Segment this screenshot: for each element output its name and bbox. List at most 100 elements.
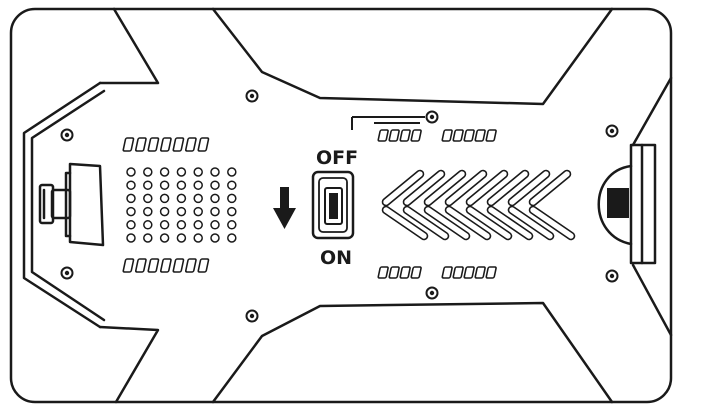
grille-hole [176,206,187,217]
vent-slot [410,266,422,279]
grille-hole [143,220,153,230]
vent-slot [134,137,147,152]
grille-hole [227,233,237,243]
body-panel-top [211,7,614,106]
vent-slot [381,169,425,207]
grille-hole [227,220,237,230]
screw [605,124,619,138]
grille-hole [126,220,136,230]
vent-slot [423,205,471,241]
grille-hole [210,233,220,243]
vent-slot [388,129,400,142]
grille-hole [159,220,170,230]
grille-hole [210,220,220,230]
antenna-mark [351,116,425,130]
grille-hole [227,180,237,190]
vent-slot [377,266,389,279]
grille-hole [210,167,220,177]
grille-hole [126,193,136,204]
arm-left-upper [98,7,160,85]
vent-slot [147,258,160,273]
vent-slot [184,137,197,152]
vent-slot [474,129,486,142]
grille-hole [193,220,203,230]
grille-hole [193,193,203,204]
grille-hole [193,206,203,217]
vent-slot [388,266,400,279]
vent-slot [159,137,172,152]
vent-slot [423,169,467,207]
device-outline [9,7,673,404]
vent-slot [399,266,411,279]
screws [60,89,619,323]
grille-hole [126,167,136,177]
vent-slot [197,137,210,152]
vent-slot [444,205,492,241]
vent-slot [159,258,172,273]
vent-slot [172,258,185,273]
grille-hole [210,206,220,217]
vent-slot [485,266,497,279]
vent-slot [399,129,411,142]
vent-slot [172,137,185,152]
grille-hole [176,233,187,243]
grille-hole [126,206,136,217]
ventilation-grille [381,169,576,241]
vent-slot [197,258,210,273]
vent-slot [486,205,534,241]
vent-slot [463,129,475,142]
grille-hole [176,167,187,177]
vent-slot [410,129,422,142]
power-switch[interactable] [311,170,355,240]
grille-hole [227,193,237,204]
grille-hole [210,180,220,190]
arm-left-lower [98,325,160,404]
nose-bracket [22,81,102,329]
screw [425,110,439,124]
grille-hole [227,206,237,217]
vent-slot [441,266,453,279]
grille-hole [227,167,237,177]
vent-slot [452,266,464,279]
screw [425,286,439,300]
vent-slot [474,266,486,279]
vent-slot [452,129,464,142]
switch-on-label: ON [320,247,352,269]
battery-module [597,143,657,265]
grille-hole [159,206,170,217]
vent-slot [444,169,488,207]
vent-slot [465,205,513,241]
vent-slot [485,129,497,142]
screw [245,89,259,103]
grille-hole [159,180,170,190]
grille-hole [193,167,203,177]
screw [605,269,619,283]
arm-right-upper [631,76,673,147]
grille-hole [176,193,187,204]
vent-slot [507,169,551,207]
grille-hole [210,193,220,204]
grille-hole [176,220,187,230]
screw [60,266,74,280]
vent-slot [122,137,135,152]
vent-slot [441,129,453,142]
battery-latch [607,188,629,218]
arm-right-lower [631,263,673,337]
vent-slot [147,137,160,152]
grille-hole [143,206,153,217]
vent-slot [134,258,147,273]
vent-slot [486,169,530,207]
vent-slot [381,205,429,241]
vent-slot [528,169,572,207]
vent-slots [122,129,497,279]
grille-hole [143,193,153,204]
grille-hole [126,233,136,243]
arrow-down-icon [273,187,296,229]
grille-hole [193,233,203,243]
screw [60,128,74,142]
vent-slot [507,205,555,241]
grille-hole [143,180,153,190]
vent-slot [528,205,576,241]
switch-off-label: OFF [316,147,358,169]
